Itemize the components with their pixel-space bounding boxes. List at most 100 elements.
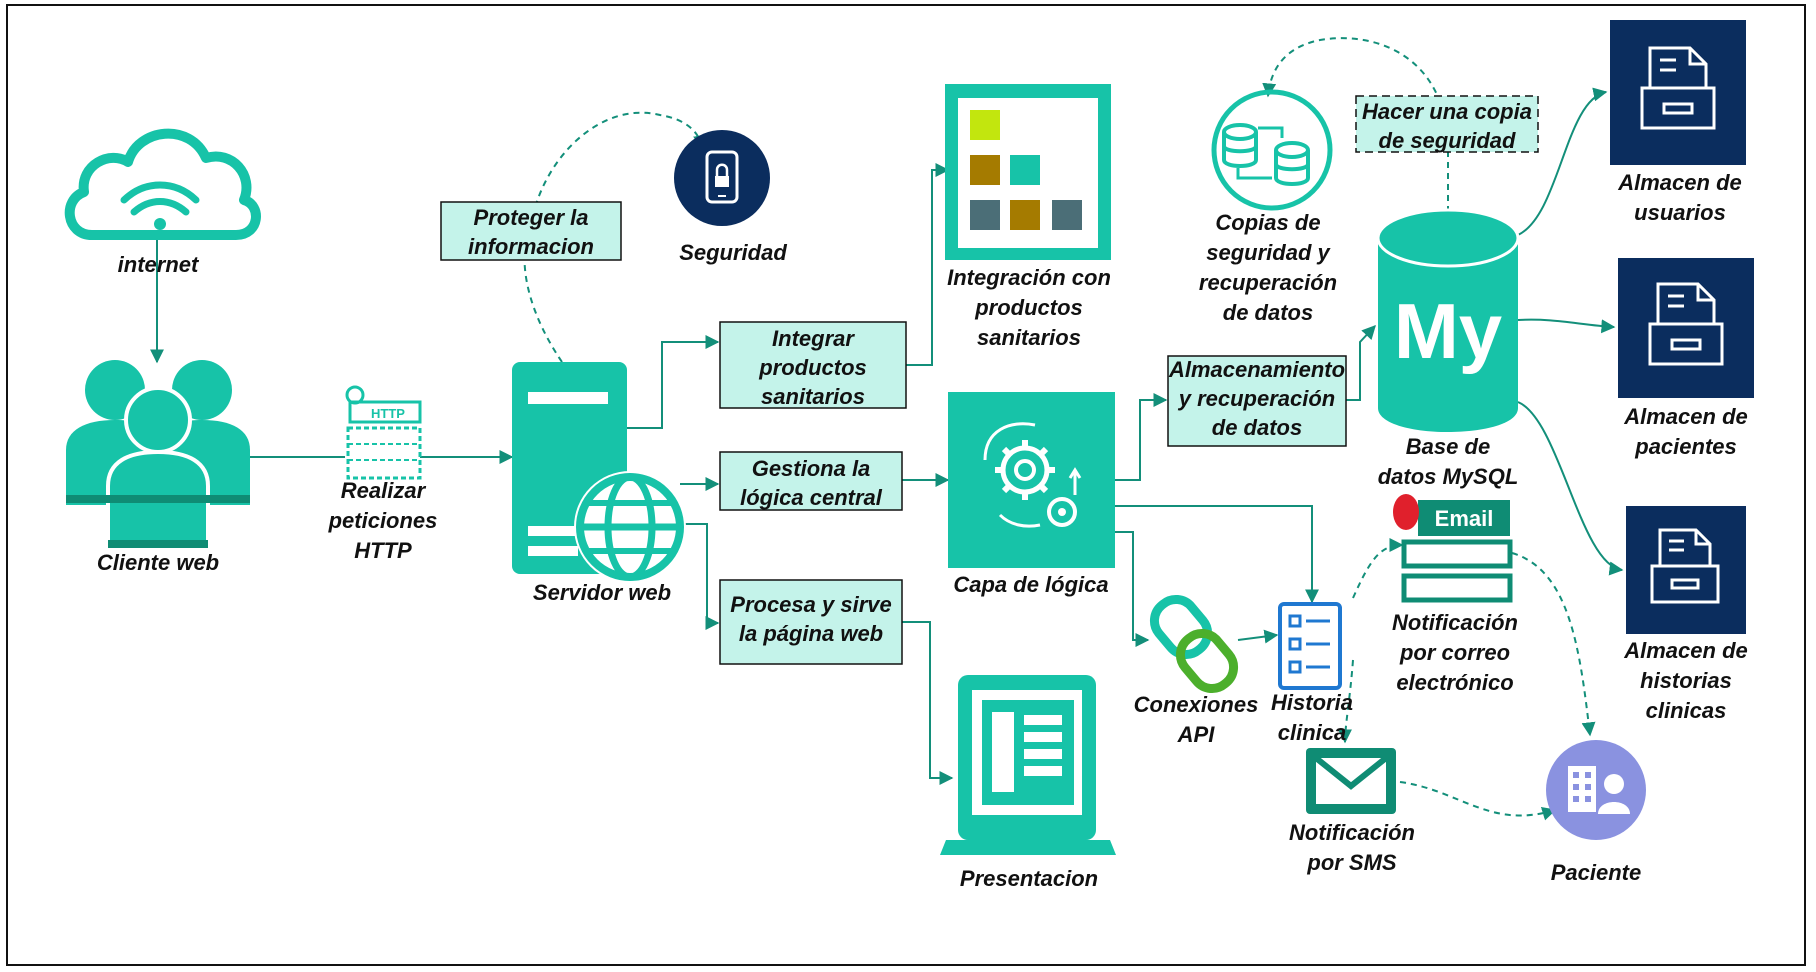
envelope-icon <box>1306 748 1396 814</box>
gears-icon <box>948 392 1115 568</box>
laptop-icon <box>940 675 1116 855</box>
edge-mysql-historias <box>1517 401 1624 576</box>
label-cliente-line1: Cliente web <box>97 550 219 575</box>
user-store-icon <box>1610 20 1746 165</box>
edge-mysql-usuarios <box>1517 87 1608 236</box>
label-alm-pacientes: Almacen de pacientes <box>1623 404 1748 459</box>
server-globe-icon <box>512 362 686 583</box>
box-proteger-line1: Proteger la <box>474 205 589 230</box>
label-http-line2: peticiones <box>328 508 438 533</box>
label-usuarios-line1: Almacen de <box>1617 170 1742 195</box>
label-email-line3: electrónico <box>1396 670 1513 695</box>
box-copia: Hacer una copia de seguridad <box>1355 95 1539 153</box>
label-http-line3: HTTP <box>354 538 412 563</box>
label-sms-line2: por SMS <box>1306 850 1397 875</box>
label-historias-line3: clinicas <box>1646 698 1727 723</box>
box-integrar-line2: productos <box>758 355 867 380</box>
label-copias-line2: seguridad y <box>1206 240 1331 265</box>
email-notification-icon: Email <box>1393 494 1513 603</box>
label-sms-line1: Notificación <box>1289 820 1415 845</box>
diagram-frame <box>6 4 1806 966</box>
product-grid-icon <box>945 84 1111 260</box>
box-gestiona-line1: Gestiona la <box>752 456 871 481</box>
label-historias-line1: Almacen de <box>1623 638 1748 663</box>
chain-link-icon <box>1149 594 1239 694</box>
label-copias-line4: de datos <box>1223 300 1313 325</box>
edge-servidor-integrar <box>625 335 720 429</box>
box-almacenamiento-line1: Almacenamiento <box>1168 357 1345 382</box>
checklist-icon <box>1278 602 1342 690</box>
label-copias-line1: Copias de <box>1215 210 1320 235</box>
box-gestiona: Gestiona la lógica central <box>719 451 903 511</box>
edge-dashed-sms <box>1338 659 1354 744</box>
label-conexiones-line2: API <box>1177 722 1216 747</box>
label-historia-line2: clinica <box>1278 720 1346 745</box>
label-capa-logica: Capa de lógica <box>953 572 1108 597</box>
label-historia-line1: Historia <box>1271 690 1353 715</box>
label-servidor-line1: Servidor web <box>533 580 671 605</box>
box-procesa: Procesa y sirve la página web <box>719 579 903 665</box>
box-proteger-line2: informacion <box>468 234 594 259</box>
label-email-line1: Notificación <box>1392 610 1518 635</box>
edge-conexiones-historia <box>1237 629 1279 644</box>
label-conexiones-line1: Conexiones <box>1134 692 1259 717</box>
label-presentacion: Presentacion <box>960 866 1098 891</box>
edge-dashed-email-paciente <box>1511 552 1596 737</box>
edge-dashed-sms-paciente <box>1399 781 1557 821</box>
label-mysql-line2: datos MySQL <box>1378 464 1519 489</box>
box-procesa-line1: Procesa y sirve <box>730 592 891 617</box>
edge-capa-historia <box>1115 505 1319 604</box>
box-integrar-line3: sanitarios <box>761 384 865 409</box>
label-paciente: Paciente <box>1551 860 1642 885</box>
http-badge-text: HTTP <box>371 406 405 421</box>
edge-almacenamiento-mysql <box>1345 324 1376 401</box>
box-copia-line1: Hacer una copia <box>1362 99 1532 124</box>
patient-store-icon <box>1618 258 1754 398</box>
box-copia-line2: de seguridad <box>1379 128 1516 153</box>
mysql-database-icon: My <box>1376 208 1520 432</box>
label-cliente-web: Cliente web <box>97 550 219 575</box>
label-historia-clinica: Historia clinica <box>1271 690 1353 745</box>
edge-dashed-copia <box>1262 37 1449 212</box>
edge-mysql-pacientes <box>1517 318 1616 334</box>
label-integracion-line2: productos <box>974 295 1083 320</box>
label-alm-usuarios: Almacen de usuarios <box>1617 170 1742 225</box>
label-copias-line3: recuperación <box>1199 270 1337 295</box>
edge-dashed-seguridad <box>523 111 707 363</box>
label-pacientes-line2: pacientes <box>1634 434 1737 459</box>
label-integracion-line1: Integración con <box>947 265 1111 290</box>
label-servidor-web: Servidor web <box>533 580 671 605</box>
label-pacientes-line1: Almacen de <box>1623 404 1748 429</box>
label-mysql: Base de datos MySQL <box>1378 434 1519 489</box>
box-gestiona-line2: lógica central <box>740 485 883 510</box>
label-presentacion-line1: Presentacion <box>960 866 1098 891</box>
history-store-icon <box>1626 506 1746 634</box>
cloud-wifi-icon <box>64 128 261 240</box>
label-integracion-line3: sanitarios <box>977 325 1081 350</box>
box-procesa-line2: la página web <box>739 621 883 646</box>
http-icon: HTTP <box>345 385 422 480</box>
dashed-connectors <box>523 37 1596 821</box>
box-almacenamiento-line3: de datos <box>1212 415 1302 440</box>
label-usuarios-line2: usuarios <box>1634 200 1726 225</box>
connectors <box>150 87 1624 785</box>
label-mysql-line1: Base de <box>1406 434 1490 459</box>
edge-integrar-integracion <box>902 163 950 366</box>
edge-servidor-procesa <box>685 523 720 630</box>
users-group-icon <box>66 360 250 550</box>
label-internet: internet <box>118 252 200 277</box>
label-http-line1: Realizar <box>341 478 427 503</box>
label-paciente-line1: Paciente <box>1551 860 1642 885</box>
email-badge-text: Email <box>1435 506 1494 531</box>
patient-icon <box>1546 740 1646 840</box>
